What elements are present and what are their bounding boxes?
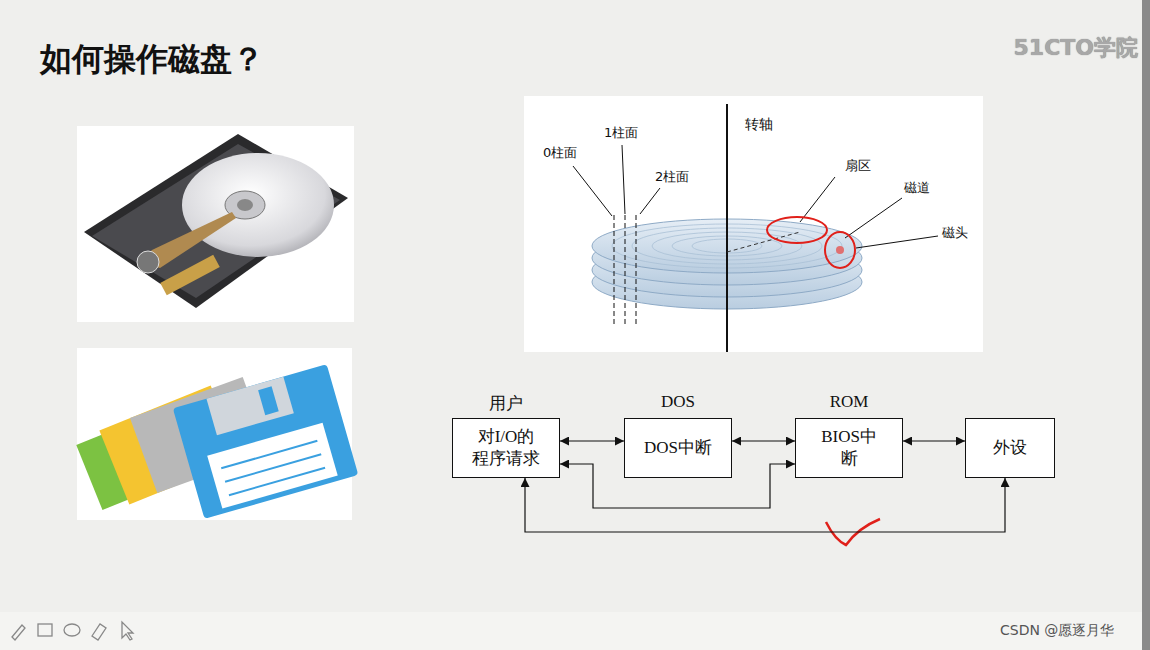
disk-structure-figure — [524, 96, 983, 352]
platter — [182, 153, 334, 257]
part-label: 0柱面 — [543, 144, 577, 162]
box-text: DOS中断 — [644, 437, 712, 459]
part-label: 2柱面 — [655, 168, 689, 186]
flex-cable — [160, 255, 220, 296]
toolbar-icons — [12, 622, 133, 640]
shutter-slot — [258, 386, 279, 415]
figure-ground — [524, 96, 983, 352]
toolbar-bar — [0, 612, 1142, 650]
box-heading: DOS — [661, 392, 695, 412]
photo-ground — [77, 126, 354, 322]
author-credit: CSDN @愿逐月华 — [1000, 622, 1114, 640]
connector-arrow — [560, 440, 624, 441]
slide-title: 如何操作磁盘？ — [40, 38, 264, 82]
hard-disk-photo — [77, 126, 354, 322]
part-label: 1柱面 — [604, 124, 638, 142]
disk-case-inner — [92, 144, 340, 298]
floppy-label — [207, 423, 338, 509]
window-edge — [1142, 0, 1150, 650]
process-box: 外设 — [965, 418, 1055, 478]
process-box: DOSDOS中断 — [624, 418, 732, 478]
floppy-body — [173, 364, 359, 519]
eraser-icon — [92, 624, 106, 640]
box-heading: 用户 — [489, 392, 523, 415]
box-heading: ROM — [830, 392, 869, 412]
part-label: 扇区 — [845, 157, 871, 175]
part-label: 磁道 — [904, 179, 930, 197]
disk-case — [84, 134, 348, 308]
connector-arrow — [732, 440, 795, 441]
note-icon — [38, 624, 52, 636]
label-line — [229, 468, 325, 496]
box-text: 对I/O的 程序请求 — [470, 426, 542, 470]
blue-floppy — [173, 364, 359, 519]
cylinder-lines — [614, 215, 636, 325]
connector-arrow — [903, 440, 965, 441]
leader-lines — [573, 145, 938, 248]
connector-arrow — [525, 478, 1005, 532]
red-annotation — [767, 217, 827, 243]
label-line — [221, 441, 317, 469]
read-head — [836, 246, 844, 254]
floppy-photo — [76, 348, 358, 520]
spindle-axis — [726, 104, 728, 352]
watermark: 51CTO学院 — [1014, 33, 1138, 63]
part-label: 磁头 — [942, 224, 968, 242]
process-box: 用户对I/O的 程序请求 — [452, 418, 560, 478]
actuator-pivot — [137, 251, 159, 273]
spindle — [237, 199, 253, 211]
pointer-icon — [122, 622, 133, 640]
part-label: 转轴 — [745, 116, 773, 134]
floppy-shutter — [206, 377, 293, 436]
box-text: BIOS中断 — [813, 426, 885, 470]
red-annotation — [825, 232, 855, 268]
label-line — [225, 454, 321, 482]
box-text: 外设 — [993, 437, 1027, 459]
process-box: ROMBIOS中断 — [795, 418, 903, 478]
pen-icon — [12, 625, 25, 640]
lasso-icon — [64, 624, 80, 636]
